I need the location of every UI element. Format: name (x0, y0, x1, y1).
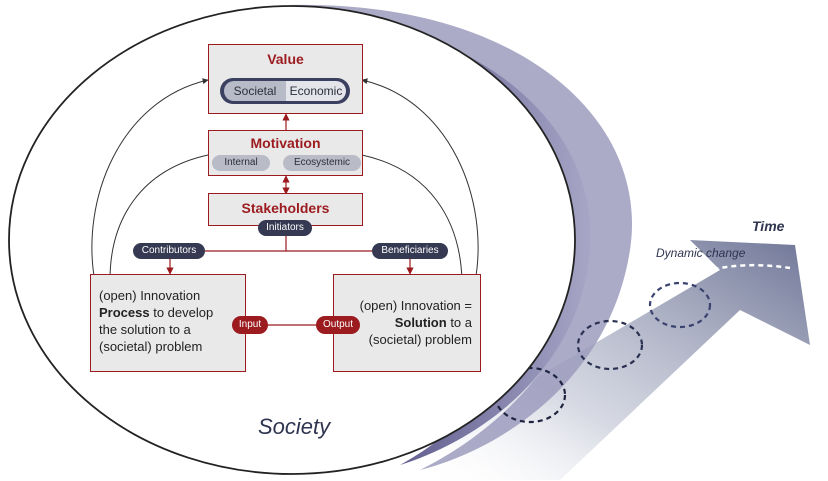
contributors-label: Contributors (133, 243, 205, 259)
input-label: Input (232, 316, 268, 334)
solution-text: (open) Innovation = Solution to a (socie… (334, 297, 472, 348)
beneficiaries-label: Beneficiaries (372, 243, 448, 259)
solution-line3: (societal) problem (368, 332, 472, 347)
output-label: Output (316, 316, 360, 334)
solution-line1: (open) Innovation = (359, 298, 472, 313)
value-title: Value (267, 51, 304, 67)
value-capsule: Societal Economic (220, 78, 350, 104)
process-line2-rest: to develop (149, 305, 214, 320)
process-box: (open) Innovation Process to develop the… (90, 274, 246, 372)
process-line3: the solution to a (99, 322, 191, 337)
value-economic: Economic (286, 81, 346, 101)
solution-line2-rest: to a (446, 315, 472, 330)
process-line2: Process to develop (99, 304, 241, 321)
motivation-ecosystemic: Ecosystemic (283, 155, 361, 171)
value-box: Value Societal Economic (208, 44, 363, 114)
stakeholders-title: Stakeholders (241, 200, 330, 216)
value-societal: Societal (224, 81, 286, 101)
dynamic-change-label: Dynamic change (656, 246, 746, 260)
process-bold: Process (99, 305, 150, 320)
process-line1: (open) Innovation (99, 288, 201, 303)
stakeholders-initiators: Initiators (258, 220, 312, 236)
process-line4: (societal) problem (99, 339, 203, 354)
motivation-title: Motivation (250, 135, 321, 151)
solution-line2: Solution to a (334, 314, 472, 331)
motivation-internal: Internal (212, 155, 270, 171)
time-label: Time (752, 218, 785, 234)
solution-bold: Solution (394, 315, 447, 330)
process-text: (open) Innovation Process to develop the… (99, 287, 241, 355)
society-label: Society (258, 414, 331, 439)
